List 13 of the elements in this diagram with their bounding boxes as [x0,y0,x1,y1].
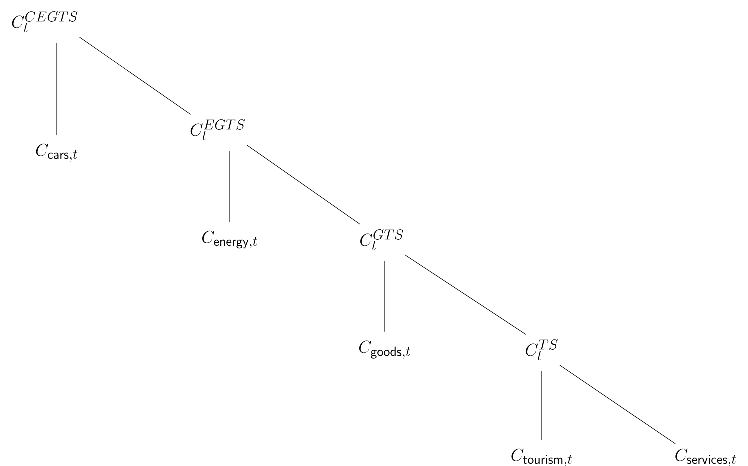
formula-label: $C_{\mathsf{energy},t}$ [202,230,258,249]
connector-line [560,365,676,444]
formula-label: $C_t^{TS}$ [526,340,558,360]
formula-label: $C_{\mathsf{goods},t}$ [359,340,410,359]
formula-label: $C_t^{EGTS}$ [190,120,246,140]
connector-line [384,261,386,332]
formula-label: $C_t^{GTS}$ [360,230,404,250]
connector-line [405,255,526,335]
connector-line [79,37,192,115]
formula-label: $C_t^{CEGTS}$ [12,12,78,32]
connector-line [56,43,58,136]
connector-line [246,145,361,225]
formula-label: $C_{\mathsf{cars},t}$ [36,144,78,162]
